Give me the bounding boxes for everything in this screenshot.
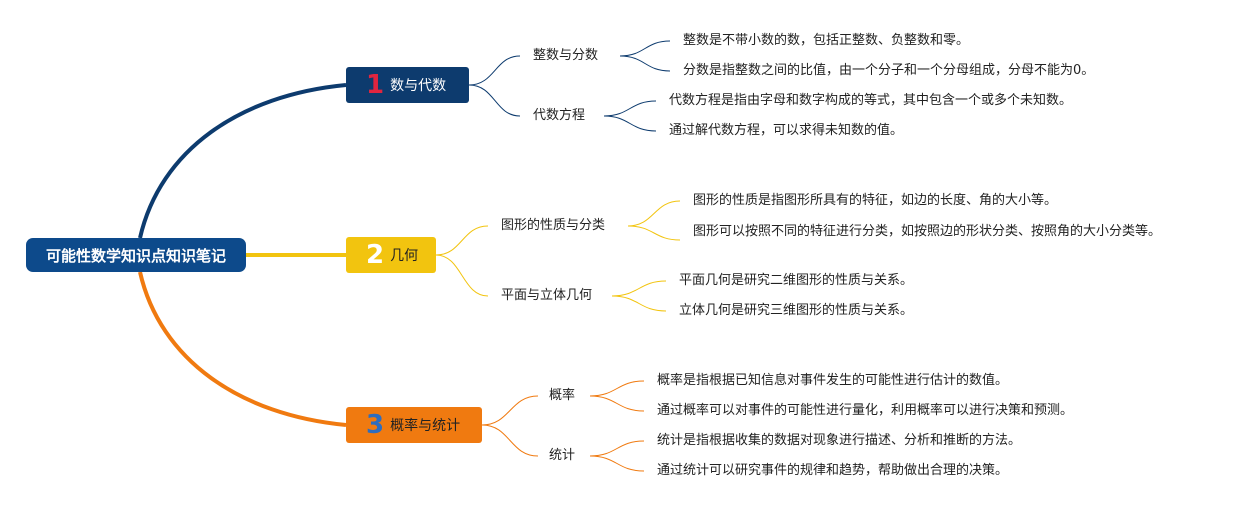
branch-label: 数与代数 xyxy=(390,78,447,94)
topic-node[interactable]: 平面与立体几何 xyxy=(501,288,593,303)
link-b2-topic-2 xyxy=(435,254,489,297)
link-b1-topic-1 xyxy=(468,55,521,86)
link-t22-note-1 xyxy=(611,280,667,297)
branch-label: 概率与统计 xyxy=(390,418,461,434)
topic-node[interactable]: 概率 xyxy=(549,388,576,403)
link-t11-note-1 xyxy=(619,40,671,57)
note-text: 立体几何是研究三维图形的性质与关系。 xyxy=(679,303,914,318)
note-text: 通过统计可以研究事件的规律和趋势，帮助做出合理的决策。 xyxy=(657,463,1009,478)
link-t12-note-2 xyxy=(603,115,657,132)
link-t31-note-1 xyxy=(589,380,645,397)
topic-node[interactable]: 代数方程 xyxy=(533,108,586,123)
note-text: 通过解代数方程，可以求得未知数的值。 xyxy=(669,123,904,138)
note-text: 图形可以按照不同的特征进行分类，如按照边的形状分类、按照角的大小分类等。 xyxy=(693,224,1162,239)
link-t12-note-1 xyxy=(603,100,657,117)
link-t22-note-2 xyxy=(611,295,667,312)
branch-number: 2 xyxy=(366,240,385,270)
link-root-branch-3 xyxy=(138,271,347,427)
note-text: 通过概率可以对事件的可能性进行量化，利用概率可以进行决策和预测。 xyxy=(657,403,1074,418)
link-t21-note-2 xyxy=(627,225,681,241)
note-text: 图形的性质是指图形所具有的特征，如边的长度、角的大小等。 xyxy=(693,193,1058,208)
note-text: 概率是指根据已知信息对事件发生的可能性进行估计的数值。 xyxy=(657,373,1009,388)
note-text: 代数方程是指由字母和数字构成的等式，其中包含一个或多个未知数。 xyxy=(669,93,1073,108)
link-t32-note-2 xyxy=(589,455,645,472)
link-b3-topic-2 xyxy=(481,424,539,457)
link-t31-note-2 xyxy=(589,395,645,412)
branch-number: 1 xyxy=(366,70,385,100)
topic-node[interactable]: 统计 xyxy=(549,448,576,463)
link-t21-note-1 xyxy=(627,200,681,227)
branch-node-2[interactable]: 2 几何 xyxy=(346,237,436,273)
branch-label: 几何 xyxy=(390,248,419,264)
link-b1-topic-2 xyxy=(468,84,521,117)
branch-node-3[interactable]: 3 概率与统计 xyxy=(346,407,482,443)
link-root-branch-1 xyxy=(138,83,347,239)
link-b2-topic-1 xyxy=(435,225,489,256)
root-node[interactable]: 可能性数学知识点知识笔记 xyxy=(26,238,246,272)
note-text: 分数是指整数之间的比值，由一个分子和一个分母组成，分母不能为0。 xyxy=(683,63,1095,78)
note-text: 整数是不带小数的数，包括正整数、负整数和零。 xyxy=(683,33,970,48)
branch-node-1[interactable]: 1 数与代数 xyxy=(346,67,469,103)
link-b3-topic-1 xyxy=(481,395,539,426)
topic-node[interactable]: 整数与分数 xyxy=(533,48,599,63)
note-text: 统计是指根据收集的数据对现象进行描述、分析和推断的方法。 xyxy=(657,433,1022,448)
branch-number: 3 xyxy=(366,410,385,440)
link-t11-note-2 xyxy=(619,55,671,72)
root-label: 可能性数学知识点知识笔记 xyxy=(45,246,226,265)
note-text: 平面几何是研究二维图形的性质与关系。 xyxy=(679,273,914,288)
link-t32-note-1 xyxy=(589,440,645,457)
topic-node[interactable]: 图形的性质与分类 xyxy=(501,218,606,233)
